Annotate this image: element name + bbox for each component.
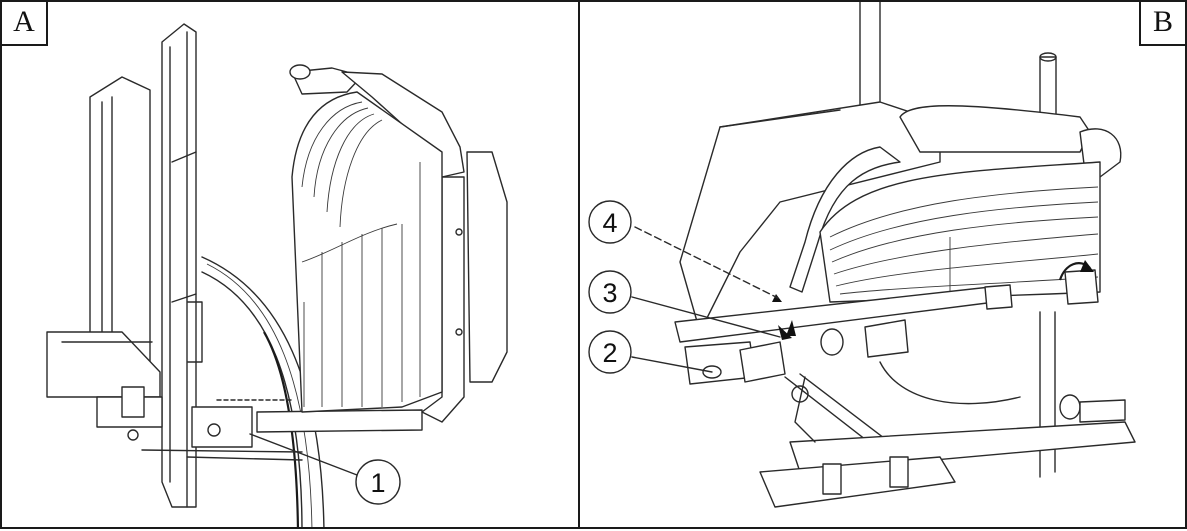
backrest-illustration [89, 23, 203, 508]
callout-3-number: 3 [602, 278, 617, 308]
callout-3: 3 [588, 270, 781, 338]
callout-1: 1 [249, 433, 401, 505]
panel-b-drawing: 4 3 2 [588, 2, 1136, 508]
callout-2-number: 2 [602, 338, 617, 368]
lower-frame-illustration [674, 286, 1136, 508]
callout-4-number: 4 [602, 208, 617, 238]
panel-a-drawing: 1 [46, 23, 508, 527]
callout-1-number: 1 [370, 468, 385, 498]
callout-4: 4 [588, 200, 779, 299]
panel-a-label: A [2, 2, 48, 46]
panel-b: B [578, 0, 1187, 529]
upholstery-illustration [291, 91, 463, 413]
panel-a: A [0, 0, 580, 529]
clamp-parts-illustration [702, 269, 1099, 443]
footrest-illustration [46, 331, 163, 441]
callout-2: 2 [588, 330, 713, 374]
side-guard-illustration [819, 161, 1101, 303]
panel-b-label: B [1139, 2, 1185, 46]
armrest-illustration [789, 105, 1122, 293]
rotation-arrow-icon [1058, 260, 1094, 281]
frame-tube-illustration [141, 399, 423, 461]
